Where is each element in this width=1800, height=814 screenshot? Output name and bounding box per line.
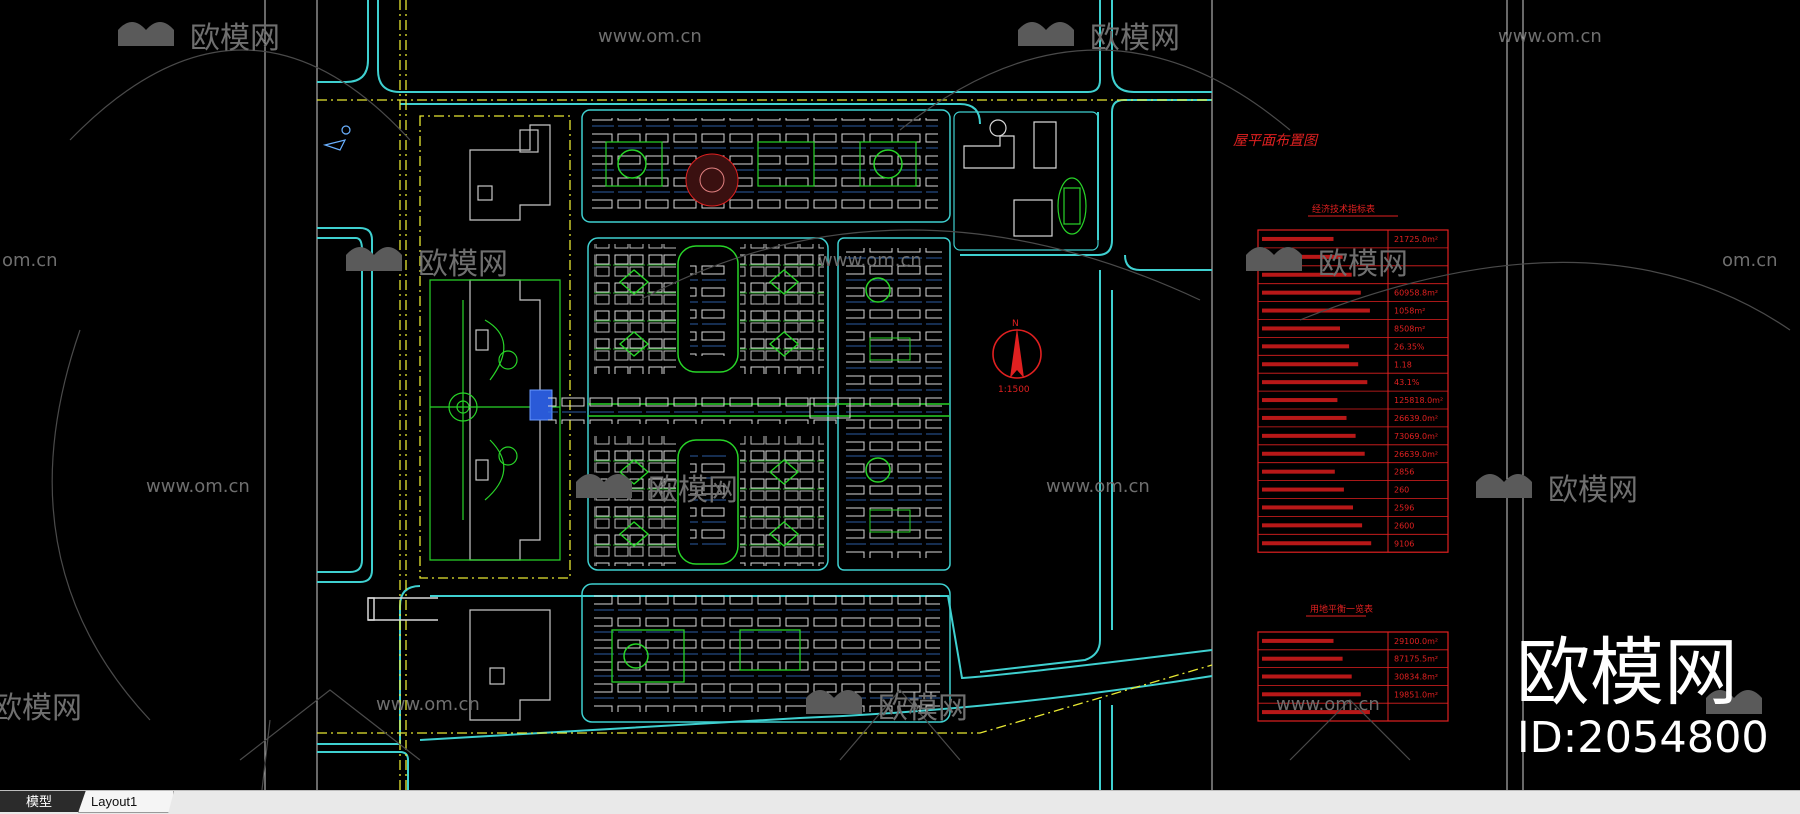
table-cell-value: 29100.0m² — [1394, 637, 1438, 646]
table-row-label — [1262, 505, 1353, 510]
table-row-label — [1262, 415, 1347, 420]
table-cell-value: 19851.0m² — [1394, 690, 1438, 699]
table-row-label — [1262, 710, 1370, 715]
indicator-table-title: 经济技术指标表 — [1312, 203, 1375, 215]
table-cell-value: 26639.0m² — [1394, 450, 1438, 459]
watermark-url: www.om.cn — [1498, 26, 1602, 47]
table-cell-value: 43.1% — [1394, 378, 1420, 387]
west-marker — [322, 125, 351, 151]
watermark-brand: 欧模网 — [418, 247, 508, 282]
table-row-label — [1262, 398, 1338, 403]
table-row-label — [1262, 236, 1334, 241]
table-cell-value: 260 — [1394, 486, 1409, 495]
table-cell-value: 2596 — [1394, 503, 1414, 512]
site-plan-drawing: N 1:1500 屋平面布置图 经济技术指标表 21725.0m² 60958.8… — [0, 0, 1791, 790]
table-row-label — [1262, 308, 1370, 313]
id-badge-number: ID:2054800 — [1517, 713, 1769, 763]
table-cell-value: 26639.0m² — [1394, 414, 1438, 423]
table-cell-value: 30834.8m² — [1394, 673, 1438, 682]
table-row-label — [1262, 290, 1361, 295]
north-scale-label: 1:1500 — [998, 385, 1030, 395]
watermark-brand: 欧模网 — [1548, 473, 1638, 508]
watermark-logo-icon — [346, 247, 402, 271]
table-row-label — [1262, 674, 1352, 679]
southwest-bridge — [367, 597, 438, 621]
north-arrow: N 1:1500 — [992, 319, 1042, 395]
watermark-url: www.om.cn — [376, 694, 480, 715]
watermark-url: www.om.cn — [598, 26, 702, 47]
table-row-label — [1262, 433, 1356, 438]
land-balance-table: 29100.0m² 87175.5m² 30834.8m² 19851.0m² — [1257, 631, 1449, 722]
table-row-label — [1262, 469, 1335, 474]
table-row-label — [1262, 362, 1359, 367]
table-row-label — [1262, 656, 1343, 661]
table-cell-value: 73069.0m² — [1394, 432, 1438, 441]
table-row-label — [1262, 638, 1334, 643]
id-badge-brand: 欧模网 — [1516, 630, 1738, 716]
watermark-logo-icon — [1706, 690, 1762, 714]
watermark-brand: 欧模网 — [878, 691, 968, 726]
northeast-school-block — [953, 111, 1099, 251]
watermark-partial-url: om.cn — [1722, 250, 1778, 271]
table-row-label — [1262, 254, 1343, 259]
watermark-layer — [51, 49, 1791, 790]
watermark-brand: 欧模网 — [1318, 247, 1408, 282]
table-cell-value: 2600 — [1394, 521, 1414, 530]
table-cell-value: 1058m² — [1394, 307, 1425, 316]
watermark-brand: 欧模网 — [190, 21, 280, 56]
table-cell-value: 1.18 — [1394, 360, 1412, 369]
watermark-brand: 欧模网 — [1090, 21, 1180, 56]
table-row-label — [1262, 487, 1344, 492]
watermark-logo-icon — [806, 690, 862, 714]
table-cell-value: 21725.0m² — [1394, 235, 1438, 244]
table-frame — [1257, 631, 1449, 722]
table-row-label — [1262, 523, 1363, 528]
watermark-logo-icon — [1018, 22, 1074, 46]
watermark-logo-icon — [118, 22, 174, 46]
south-residential-block — [594, 594, 940, 712]
table-cell-value: 87175.5m² — [1394, 655, 1438, 664]
watermark-url: www.om.cn — [1276, 694, 1380, 715]
tab-layout1[interactable]: Layout1 — [78, 791, 174, 813]
watermark-url: www.om.cn — [818, 250, 922, 271]
table-cell-value: 8508m² — [1394, 324, 1425, 333]
table-row-label — [1262, 380, 1368, 385]
west-parcels — [469, 124, 551, 721]
land-balance-table-title: 用地平衡一览表 — [1310, 603, 1373, 615]
sheet-frame-lines — [264, 0, 1524, 790]
tab-model[interactable]: 模型 — [0, 791, 100, 812]
layout-tab-bar: 模型 Layout1 — [0, 790, 1800, 814]
watermark-partial-url: om.cn — [2, 250, 58, 271]
drawing-title: 屋平面布置图 — [1233, 133, 1319, 149]
table-cell-value: 60958.8m² — [1394, 289, 1438, 298]
watermark-logo-icon — [576, 474, 632, 498]
central-residential-blocks — [594, 244, 824, 566]
table-row-label — [1262, 272, 1352, 277]
technical-indicator-table: 21725.0m² 60958.8m² 1058m² 8508m² 26.35% 1.18… — [1257, 229, 1449, 553]
east-residential-strip — [846, 248, 942, 558]
watermark-partial-brand: 欧模网 — [0, 691, 82, 726]
svg-text:N: N — [1012, 319, 1019, 329]
watermark-text-layer: 欧模网 www.om.cn 欧模网 www.om.cn om.cn 欧模网 ww… — [0, 21, 1778, 726]
table-row-label — [1262, 451, 1365, 456]
table-cell-value: 125818.0m² — [1394, 396, 1443, 405]
cad-model-viewport[interactable]: N 1:1500 屋平面布置图 经济技术指标表 21725.0m² 60958.8… — [0, 0, 1800, 790]
table-row-label — [1262, 692, 1361, 697]
table-cell-value: 26.35% — [1394, 342, 1425, 351]
watermark-logo-icon — [1246, 247, 1302, 271]
table-cell-value: 2856 — [1394, 468, 1414, 477]
table-cell-value: 9106 — [1394, 539, 1414, 548]
north-residential-block — [592, 118, 938, 212]
watermark-brand: 欧模网 — [648, 473, 738, 508]
central-axis-spine — [548, 396, 851, 424]
watermark-url: www.om.cn — [1046, 476, 1150, 497]
watermark-logo-icon — [1476, 474, 1532, 498]
table-row-label — [1262, 326, 1340, 331]
watermark-url: www.om.cn — [146, 476, 250, 497]
table-row-label — [1262, 541, 1372, 546]
table-row-label — [1262, 344, 1350, 349]
site-boundary — [317, 0, 1213, 790]
